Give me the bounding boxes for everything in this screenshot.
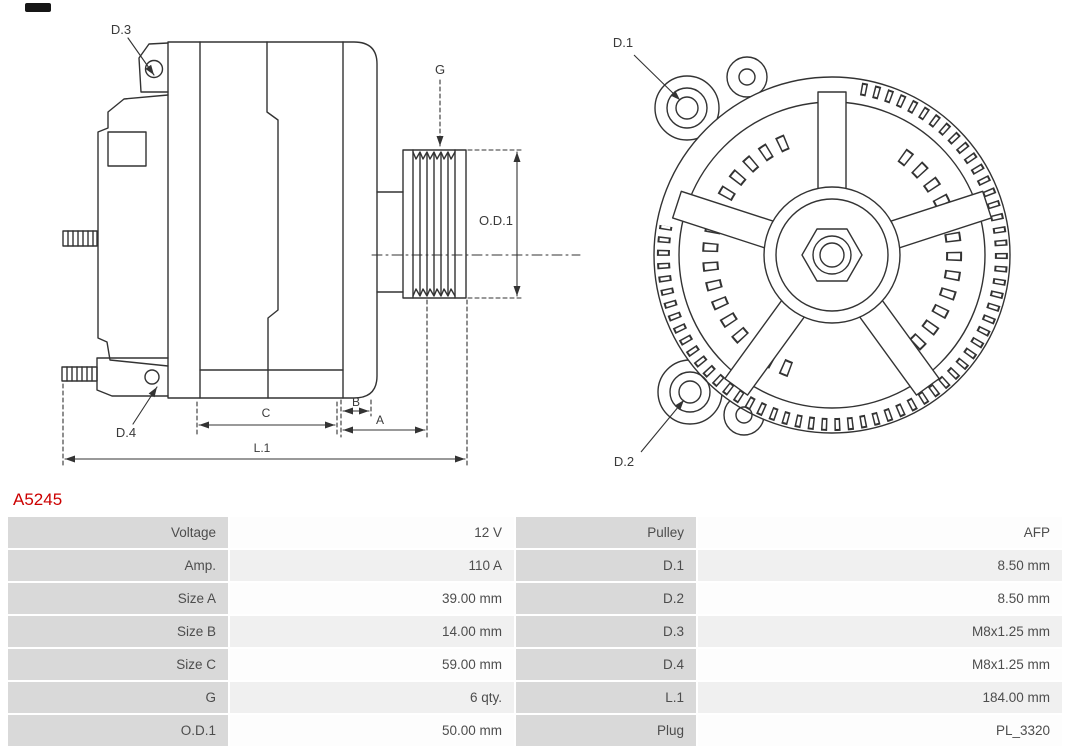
spec-value: 59.00 mm xyxy=(230,649,514,680)
spec-value: M8x1.25 mm xyxy=(698,649,1062,680)
spec-value: 8.50 mm xyxy=(698,550,1062,581)
label-d4: D.4 xyxy=(116,425,136,440)
alternator-body xyxy=(167,41,378,399)
spec-value: 12 V xyxy=(230,517,514,548)
spec-value: 110 A xyxy=(230,550,514,581)
label-od1: O.D.1 xyxy=(479,213,513,228)
spec-label: D.2 xyxy=(516,583,696,614)
spec-label: D.3 xyxy=(516,616,696,647)
part-number: A5245 xyxy=(13,490,63,509)
spec-value: M8x1.25 mm xyxy=(698,616,1062,647)
spec-table: Voltage 12 V Pulley AFP Amp. 110 A D.1 8… xyxy=(8,517,1062,746)
shaft-nut xyxy=(801,228,863,282)
label-l1: L.1 xyxy=(254,441,271,455)
rear-housing xyxy=(62,94,169,367)
spec-value: 39.00 mm xyxy=(230,583,514,614)
spec-value: 50.00 mm xyxy=(230,715,514,746)
spec-label: D.4 xyxy=(516,649,696,680)
label-d3: D.3 xyxy=(111,22,131,37)
front-view: D.1 D.2 xyxy=(613,35,1011,469)
spec-value: AFP xyxy=(698,517,1062,548)
spec-label: G xyxy=(8,682,228,713)
fan-spokes xyxy=(671,91,993,396)
spec-label: Size A xyxy=(8,583,228,614)
mounting-lug-bottom xyxy=(61,357,169,397)
side-view: D.3 D.4 G O.D.1 C B A L.1 xyxy=(61,22,581,466)
mounting-ear-top xyxy=(138,42,169,93)
label-d1: D.1 xyxy=(613,35,633,50)
logo-mark xyxy=(25,3,51,12)
front-leaders xyxy=(633,54,685,453)
spec-label: Size B xyxy=(8,616,228,647)
spec-label: L.1 xyxy=(516,682,696,713)
spec-value: PL_3320 xyxy=(698,715,1062,746)
label-c: C xyxy=(262,406,271,420)
technical-drawing: D.3 D.4 G O.D.1 C B A L.1 xyxy=(61,22,1011,469)
spec-value: 6 qty. xyxy=(230,682,514,713)
label-b: B xyxy=(352,395,360,409)
spec-label: O.D.1 xyxy=(8,715,228,746)
spec-label: Amp. xyxy=(8,550,228,581)
dimension-lines xyxy=(62,37,525,466)
spec-value: 8.50 mm xyxy=(698,583,1062,614)
pulley xyxy=(371,149,581,299)
spec-label: D.1 xyxy=(516,550,696,581)
mounting-holes xyxy=(666,68,756,424)
spec-label: Voltage xyxy=(8,517,228,548)
spec-value: 14.00 mm xyxy=(230,616,514,647)
label-g: G xyxy=(435,62,445,77)
spec-label: Size C xyxy=(8,649,228,680)
label-a: A xyxy=(376,413,384,427)
spec-label: Pulley xyxy=(516,517,696,548)
spec-value: 184.00 mm xyxy=(698,682,1062,713)
alternator-drawing-svg: D.3 D.4 G O.D.1 C B A L.1 xyxy=(61,22,1011,469)
spec-label: Plug xyxy=(516,715,696,746)
label-d2: D.2 xyxy=(614,454,634,469)
pulley-hub xyxy=(763,186,901,324)
